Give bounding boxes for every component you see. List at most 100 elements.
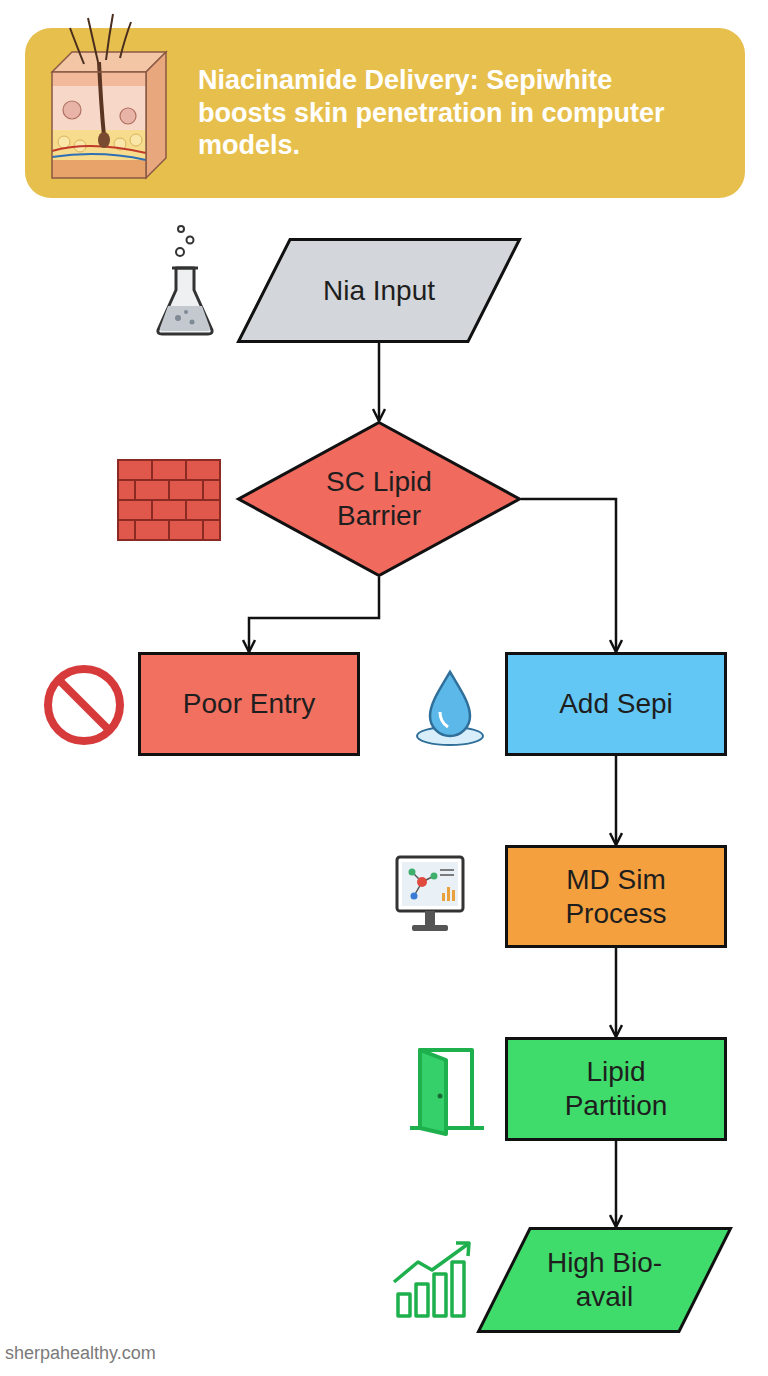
computer-icon-part — [397, 857, 463, 911]
parallelogram-outline — [477, 1227, 732, 1333]
computer-icon-part — [442, 893, 445, 901]
computer-icon — [397, 857, 463, 931]
flask-icon-part — [190, 320, 195, 325]
brick-wall-icon-part — [186, 500, 220, 520]
growth-chart-icon-part — [452, 1262, 464, 1316]
skin-illustration-part — [52, 146, 146, 153]
shape-fill — [239, 423, 520, 576]
computer-icon-part — [417, 877, 427, 887]
skin-illustration-part — [52, 72, 146, 178]
brick-wall-icon-part — [186, 460, 220, 480]
flow-arrow — [615, 756, 618, 845]
process-box: Add Sepi — [505, 652, 727, 756]
skin-illustration-part — [120, 22, 131, 58]
open-door-icon — [410, 1050, 484, 1134]
diamond-outline — [237, 421, 521, 577]
shape-fill — [479, 1229, 731, 1332]
shape-fill — [239, 240, 520, 342]
brick-wall-icon-part — [152, 460, 186, 480]
computer-icon-part — [452, 890, 455, 901]
brick-wall-icon-part — [118, 520, 135, 540]
growth-chart-icon-part — [398, 1294, 410, 1316]
flow-arrow — [615, 948, 618, 1037]
flask-icon-part — [158, 268, 212, 334]
flask-icon-part — [184, 310, 188, 314]
skin-illustration-part — [99, 62, 104, 136]
computer-icon-part — [431, 873, 438, 880]
brick-wall-icon-part — [118, 460, 152, 480]
node-text: High Bio-avail — [530, 1246, 680, 1313]
computer-icon-part — [412, 925, 448, 931]
node-text: Add Sepi — [559, 687, 673, 721]
node-text: SC Lipid Barrier — [309, 465, 449, 532]
computer-icon-part — [447, 887, 450, 901]
flow-arrow — [615, 1141, 618, 1227]
flow-arrow — [378, 343, 381, 421]
brick-wall-icon-part — [152, 500, 186, 520]
brick-wall-icon-part — [118, 500, 152, 520]
water-drop-icon-part — [440, 712, 448, 727]
growth-chart-icon-part — [394, 1244, 468, 1282]
skin-illustration-part — [70, 28, 84, 64]
skin-illustration-part — [146, 52, 166, 178]
water-drop-icon — [417, 672, 483, 745]
skin-illustration-part — [98, 132, 110, 148]
open-door-icon-part — [420, 1050, 446, 1134]
skin-illustration-part — [58, 136, 70, 148]
flask-icon-part — [175, 315, 181, 321]
water-drop-icon-part — [430, 672, 470, 736]
skin-illustration-part — [52, 160, 146, 178]
brick-wall-icon-part — [169, 480, 203, 500]
input-parallelogram: Nia Input — [237, 238, 521, 343]
brick-wall-icon-part — [203, 520, 220, 540]
growth-chart-icon-part — [434, 1274, 446, 1316]
prohibition-icon-part — [48, 669, 120, 741]
skin-illustration-part — [63, 101, 81, 119]
skin-illustration-part — [52, 130, 146, 160]
brick-wall-icon-part — [118, 480, 135, 500]
skin-illustration-part — [106, 14, 113, 60]
flow-arrow — [521, 499, 616, 652]
flask-icon-part — [187, 237, 194, 244]
growth-chart-icon-part — [416, 1284, 428, 1316]
flask-icon-part — [178, 226, 184, 232]
flask-icon-part — [176, 248, 184, 256]
brick-wall-icon-part — [203, 480, 220, 500]
skin-illustration-part — [130, 134, 142, 146]
decision-diamond: SC Lipid Barrier — [237, 421, 521, 577]
brick-wall-icon-part — [169, 520, 203, 540]
node-text: Nia Input — [323, 274, 435, 308]
watermark: sherpahealthy.com — [5, 1343, 156, 1364]
title-banner — [25, 28, 745, 198]
computer-icon-part — [409, 869, 416, 876]
node-text: Lipid Partition — [541, 1055, 691, 1122]
flask-icon-part — [172, 267, 198, 270]
skin-illustration — [52, 14, 166, 178]
brick-wall-icon — [118, 460, 220, 540]
open-door-icon-part — [438, 1094, 443, 1099]
output-parallelogram: High Bio-avail — [477, 1227, 732, 1333]
computer-icon-part — [440, 869, 454, 871]
process-box: Lipid Partition — [505, 1037, 727, 1141]
title-wrap: Niacinamide Delivery: Sepiwhite boosts s… — [198, 28, 718, 198]
prohibition-icon — [48, 669, 120, 741]
node-text: Poor Entry — [183, 687, 315, 721]
brick-wall-icon-part — [135, 480, 169, 500]
node-text: MD Sim Process — [541, 863, 691, 930]
skin-illustration-part — [120, 108, 136, 124]
prohibition-icon-part — [59, 680, 109, 730]
computer-icon-part — [440, 874, 454, 876]
computer-icon-part — [425, 911, 435, 925]
flask-icon — [158, 226, 212, 334]
title: Niacinamide Delivery: Sepiwhite boosts s… — [198, 64, 703, 163]
process-box: Poor Entry — [138, 652, 360, 756]
skin-illustration-part — [52, 154, 146, 160]
growth-chart-icon-part — [456, 1243, 469, 1256]
computer-icon-part — [411, 893, 418, 900]
computer-icon-part — [402, 862, 458, 906]
growth-chart-icon — [394, 1243, 469, 1316]
flask-icon-part — [160, 306, 210, 331]
brick-wall-icon-part — [135, 520, 169, 540]
